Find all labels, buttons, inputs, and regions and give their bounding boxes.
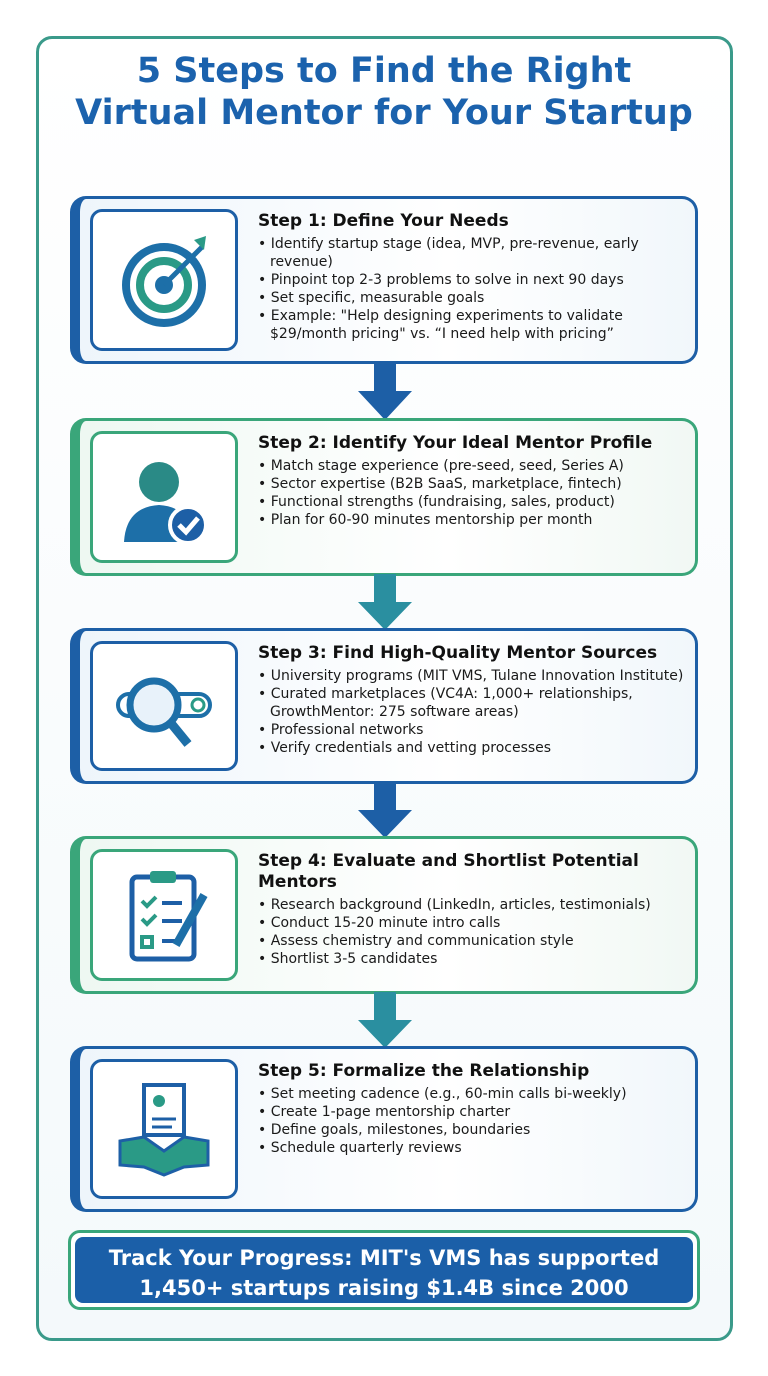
step-title: Step 2: Identify Your Ideal Mentor Profi…	[258, 433, 653, 453]
step-card-4: Step 4: Evaluate and Shortlist Potential…	[70, 836, 698, 994]
step-bullet: Professional networks	[258, 721, 685, 739]
banner-line-2: 1,450+ startups raising $1.4B since 2000	[139, 1276, 629, 1300]
step-card-1: Step 1: Define Your NeedsIdentify startu…	[70, 196, 698, 364]
step-title: Step 4: Evaluate and Shortlist Potential…	[258, 851, 639, 892]
step-bullet: Plan for 60-90 minutes mentorship per mo…	[258, 511, 685, 529]
step-bullet: Set meeting cadence (e.g., 60-min calls …	[258, 1085, 685, 1103]
user-check-icon	[90, 431, 238, 563]
step-card-2: Step 2: Identify Your Ideal Mentor Profi…	[70, 418, 698, 576]
step-bullet: Identify startup stage (idea, MVP, pre-r…	[258, 235, 685, 271]
step-card-3: Step 3: Find High-Quality Mentor Sources…	[70, 628, 698, 784]
step-bullet: Conduct 15-20 minute intro calls	[258, 914, 685, 932]
step-bullet: University programs (MIT VMS, Tulane Inn…	[258, 667, 685, 685]
arrow-down-icon	[358, 992, 412, 1048]
clipboard-checklist-icon	[90, 849, 238, 981]
step-card-5: Step 5: Formalize the RelationshipSet me…	[70, 1046, 698, 1212]
step-bullet: Shortlist 3-5 candidates	[258, 950, 685, 968]
step-bullet: Define goals, milestones, boundaries	[258, 1121, 685, 1139]
step-bullet: Create 1-page mentorship charter	[258, 1103, 685, 1121]
title-line-2: Virtual Mentor for Your Startup	[75, 93, 693, 133]
progress-banner: Track Your Progress: MIT's VMS has suppo…	[68, 1230, 700, 1310]
step-bullet: Research background (LinkedIn, articles,…	[258, 896, 685, 914]
step-bullet: Curated marketplaces (VC4A: 1,000+ relat…	[258, 685, 685, 721]
step-bullet: Schedule quarterly reviews	[258, 1139, 685, 1157]
step-bullet: Pinpoint top 2-3 problems to solve in ne…	[258, 271, 685, 289]
magnifier-search-icon	[90, 641, 238, 771]
arrow-down-icon	[358, 574, 412, 630]
step-bullet: Set specific, measurable goals	[258, 289, 685, 307]
arrow-down-icon	[358, 782, 412, 838]
step-bullet: Functional strengths (fundraising, sales…	[258, 493, 685, 511]
target-arrow-icon	[90, 209, 238, 351]
step-bullet: Verify credentials and vetting processes	[258, 739, 685, 757]
title-line-1: 5 Steps to Find the Right	[136, 51, 632, 91]
step-title: Step 1: Define Your Needs	[258, 211, 509, 231]
page-title: 5 Steps to Find the Right Virtual Mentor…	[0, 50, 768, 134]
step-bullet: Example: "Help designing experiments to …	[258, 307, 685, 343]
step-bullet: Match stage experience (pre-seed, seed, …	[258, 457, 685, 475]
banner-line-1: Track Your Progress: MIT's VMS has suppo…	[108, 1246, 660, 1270]
step-title: Step 3: Find High-Quality Mentor Sources	[258, 643, 658, 663]
step-title: Step 5: Formalize the Relationship	[258, 1061, 590, 1081]
step-bullet: Assess chemistry and communication style	[258, 932, 685, 950]
handshake-document-icon	[90, 1059, 238, 1199]
arrow-down-icon	[358, 362, 412, 420]
step-bullet: Sector expertise (B2B SaaS, marketplace,…	[258, 475, 685, 493]
